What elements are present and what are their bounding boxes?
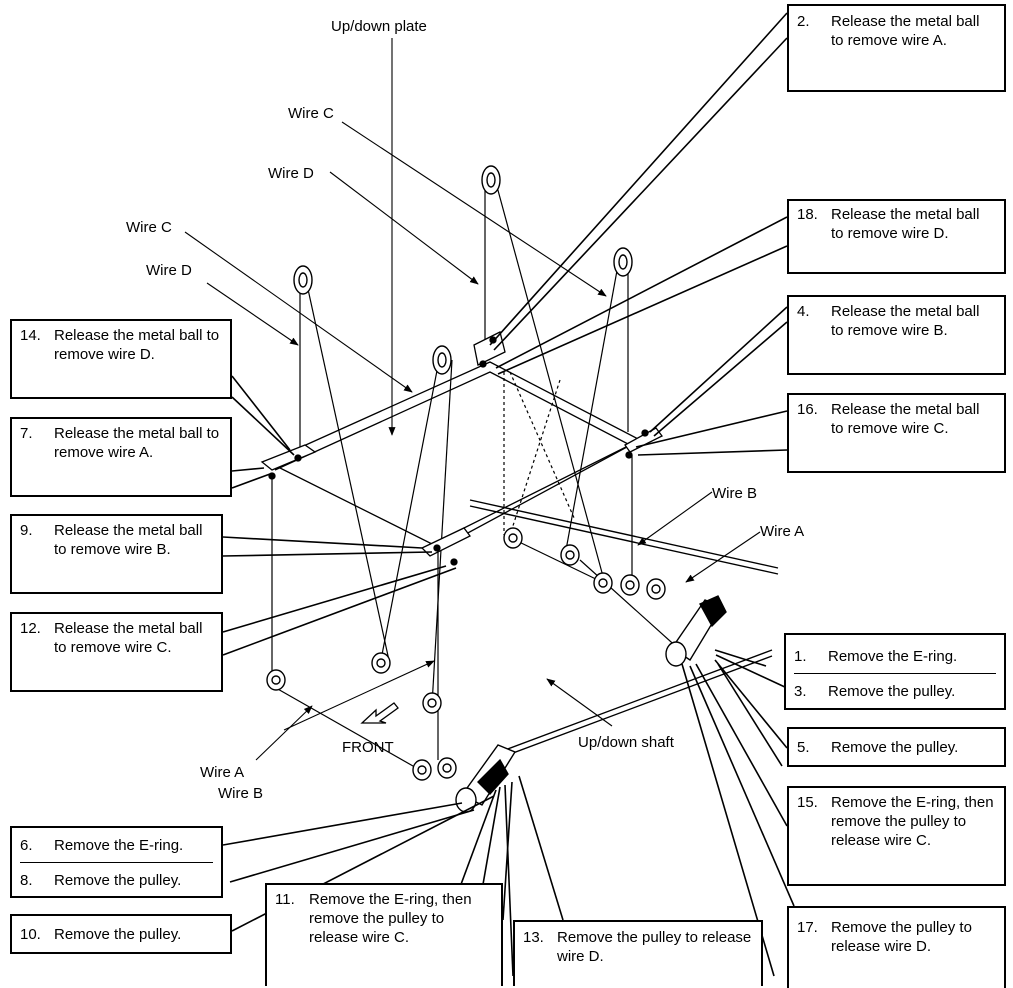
step-text: Release the metal ball to remove wire B. [831, 303, 980, 339]
step-number: 3. [794, 682, 807, 700]
step-text: Remove the E-ring. [828, 647, 958, 665]
step-text: Release the metal ball to remove wire B. [54, 522, 203, 558]
bracket-left [260, 444, 317, 480]
wires [271, 182, 681, 771]
step-number: 7. [20, 425, 33, 442]
step-12-callout: 12. Release the metal ball to remove wire… [10, 612, 223, 692]
updown-shaft [469, 499, 779, 757]
step-number: 8. [20, 871, 33, 889]
updown-plate [266, 361, 642, 549]
step-14-callout: 14. Release the metal ball to remove wire… [10, 319, 232, 399]
step-number: 15. [797, 794, 818, 811]
pulley-top-right [613, 247, 633, 277]
drive-pulley-front [455, 744, 517, 813]
step-text: Remove the pulley to release wire D. [831, 919, 972, 955]
pulley-top-center [481, 165, 501, 195]
wire-c-left-label: Wire C [126, 219, 172, 236]
step-1-3-callout: 1. Remove the E-ring. 3. Remove the pulley… [784, 633, 1006, 710]
step-15-callout: 15. Remove the E-ring, then remove the pu… [787, 786, 1006, 886]
pulley-top-left [293, 265, 313, 295]
step-number: 12. [20, 620, 41, 637]
step-number: 9. [20, 522, 33, 539]
wire-d-left-label: Wire D [146, 262, 192, 279]
step-text: Release the metal ball to remove wire C. [54, 620, 203, 656]
wire-b-bottom-label: Wire B [218, 785, 263, 802]
wire-a-right-label: Wire A [760, 523, 805, 540]
step-number: 14. [20, 327, 41, 344]
pulleys [266, 165, 666, 781]
pulley-right-1 [503, 527, 523, 549]
step-text: Remove the pulley to release wire D. [557, 929, 752, 965]
step-17-callout: 17. Remove the pulley to release wire D. [787, 906, 1006, 988]
step-text: Remove the pulley. [54, 926, 182, 943]
wire-b-right-label: Wire B [712, 485, 757, 502]
step-number: 6. [20, 836, 33, 854]
step-text: Remove the E-ring, then remove the pulle… [831, 794, 994, 849]
step-11-callout: 11. Remove the E-ring, then remove the pu… [265, 883, 503, 986]
wire-c-top-label: Wire C [288, 105, 334, 122]
step-text: Release the metal ball to remove wire C. [831, 401, 980, 437]
bracket-right [624, 427, 663, 459]
step-text: Release the metal ball to remove wire A. [54, 425, 220, 461]
step-text: Release the metal ball to remove wire D. [831, 206, 980, 242]
step-text: Release the metal ball to remove wire D. [54, 327, 220, 363]
part-leaders [184, 38, 761, 761]
bracket-top [473, 331, 506, 368]
step-9-callout: 9. Release the metal ball to remove wire … [10, 514, 223, 594]
pulley-right-2 [560, 544, 580, 566]
pulley-bottom-1 [266, 669, 286, 691]
pulley-right-5 [646, 578, 666, 600]
pulley-right-4 [620, 574, 640, 596]
step-number: 10. [20, 926, 41, 943]
step-text: Remove the E-ring, then remove the pulle… [309, 891, 472, 946]
step-6-8-callout: 6. Remove the E-ring. 8. Remove the pulley… [10, 826, 223, 898]
pulley-bottom-2 [371, 652, 391, 674]
pulley-bottom-5 [437, 757, 457, 779]
step-number: 18. [797, 206, 818, 223]
step-5-callout: 5. Remove the pulley. [787, 727, 1006, 767]
step-16-callout: 16. Release the metal ball to remove wire… [787, 393, 1006, 473]
step-7-callout: 7. Release the metal ball to remove wire … [10, 417, 232, 497]
updown-shaft-label: Up/down shaft [578, 734, 674, 751]
pulley-right-3 [593, 572, 613, 594]
step-13-callout: 13. Remove the pulley to release wire D. [513, 920, 763, 986]
updown-plate-label: Up/down plate [331, 18, 427, 35]
wire-a-bottom-label: Wire A [200, 764, 245, 781]
front-arrow-icon [360, 702, 399, 724]
step-number: 17. [797, 919, 818, 936]
step-2-callout: 2. Release the metal ball to remove wire … [787, 4, 1006, 92]
wire-d-top-label: Wire D [268, 165, 314, 182]
front-label: FRONT [342, 739, 394, 756]
step-4-callout: 4. Release the metal ball to remove wire … [787, 295, 1006, 375]
step-text: Remove the pulley. [831, 739, 959, 756]
step-number: 16. [797, 401, 818, 418]
step-number: 1. [794, 647, 807, 665]
step-10-callout: 10. Remove the pulley. [10, 914, 232, 954]
step-text: Remove the pulley. [54, 871, 182, 889]
step-number: 2. [797, 13, 810, 30]
step-text: Remove the pulley. [828, 682, 956, 700]
step-18-callout: 18. Release the metal ball to remove wire… [787, 199, 1006, 274]
step-number: 13. [523, 929, 544, 946]
step-number: 11. [275, 891, 295, 908]
drive-pulley-right [665, 595, 727, 667]
step-number: 4. [797, 303, 810, 320]
step-number: 5. [797, 739, 810, 756]
step-text: Remove the E-ring. [54, 836, 184, 854]
bracket-center [420, 527, 471, 566]
pulley-bottom-3 [422, 692, 442, 714]
pulley-top-mid [432, 345, 452, 375]
step-text: Release the metal ball to remove wire A. [831, 13, 980, 49]
pulley-bottom-4 [412, 759, 432, 781]
